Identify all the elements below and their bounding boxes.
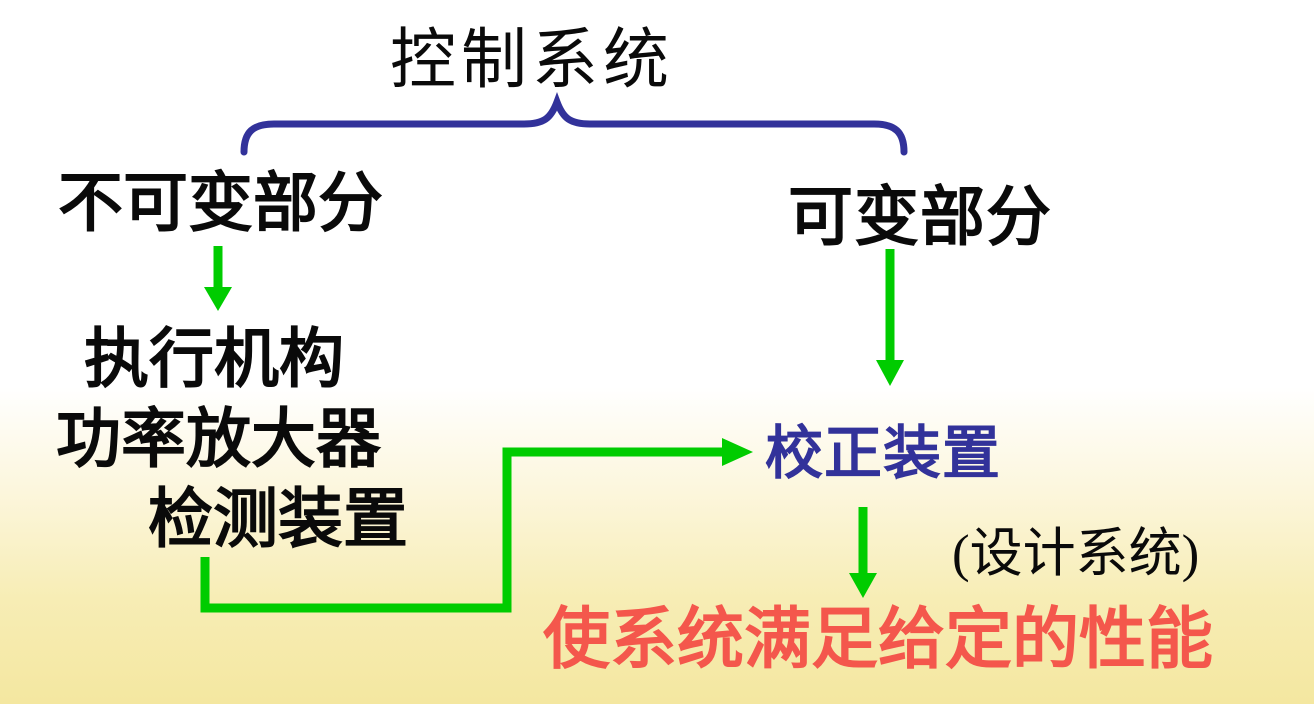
down-arrow-fixed-icon: [204, 246, 232, 311]
design-system-note: (设计系统): [952, 525, 1200, 583]
diagram-title: 控制系统: [390, 24, 674, 97]
feedback-connector-arrow-icon: [200, 438, 753, 613]
down-arrow-correction-icon: [849, 507, 877, 598]
brace-icon: [240, 92, 908, 156]
component-power-amplifier-label: 功率放大器: [56, 404, 382, 476]
performance-goal-label: 使系统满足给定的性能: [543, 603, 1213, 677]
down-arrow-variable-icon: [876, 249, 904, 386]
fixed-part-label: 不可变部分: [58, 168, 384, 240]
correction-device-label: 校正装置: [765, 421, 1002, 486]
component-actuator-label: 执行机构: [84, 324, 345, 396]
variable-part-label: 可变部分: [788, 182, 1053, 254]
component-detection-device-label: 检测装置: [148, 484, 409, 556]
